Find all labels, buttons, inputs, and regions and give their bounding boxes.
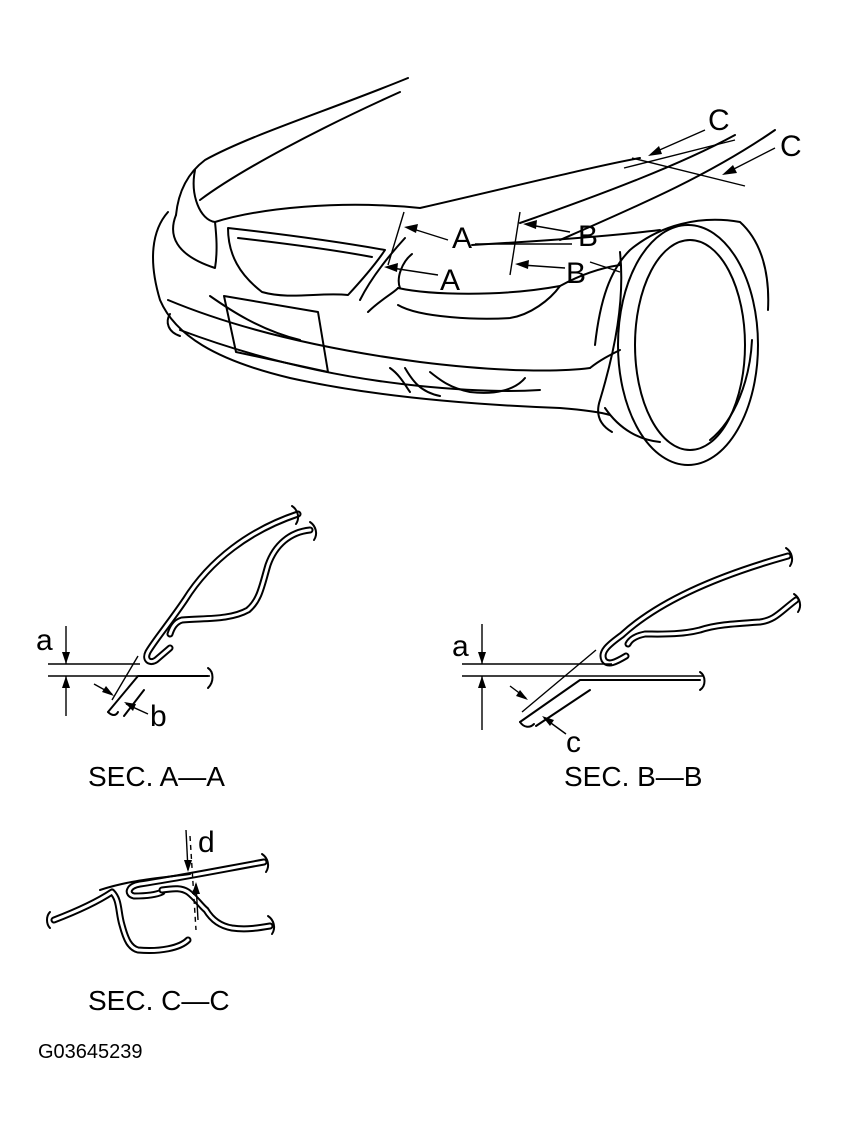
section-a-a-drawing: [48, 505, 318, 717]
caption-sec-a-a: SEC. A—A: [88, 761, 225, 792]
caption-sec-c-c: SEC. C—C: [88, 985, 230, 1016]
car-front-illustration: [152, 77, 776, 466]
section-b-b-drawing: [462, 547, 802, 735]
section-label-b-lower: B: [566, 257, 586, 290]
section-label-b-upper: B: [578, 220, 598, 253]
section-label-c-upper: C: [708, 104, 730, 137]
figure-code: G03645239: [38, 1041, 143, 1063]
section-label-a-lower: A: [440, 264, 460, 297]
dim-label-b: b: [150, 700, 167, 733]
dim-label-d: d: [198, 826, 215, 859]
dim-label-a-sec-b: a: [452, 630, 469, 663]
section-c-c-drawing: [46, 829, 276, 954]
section-label-c-lower: C: [780, 130, 802, 163]
dim-label-a-sec-a: a: [36, 624, 53, 657]
dim-label-c: c: [566, 726, 581, 759]
caption-sec-b-b: SEC. B—B: [564, 761, 702, 792]
section-markers: [384, 129, 776, 276]
section-label-a-upper: A: [452, 222, 472, 255]
